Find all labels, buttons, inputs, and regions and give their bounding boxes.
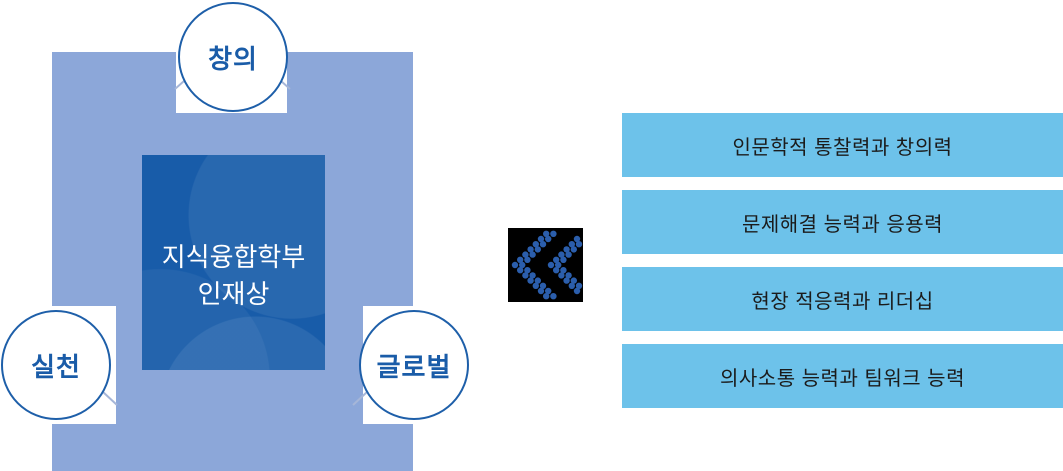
double-chevron-left-icon — [508, 228, 583, 302]
value-circle-practice: 실천 — [1, 310, 111, 420]
value-circle-practice-label: 실천 — [31, 351, 81, 382]
trait-bar-4-label: 의사소통 능력과 팀워크 능력 — [720, 367, 965, 390]
center-title-line2: 인재상 — [197, 278, 270, 309]
trait-bar-2-label: 문제해결 능력과 응용력 — [741, 213, 944, 236]
trait-bar-3-label: 현장 적응력과 리더십 — [751, 290, 934, 313]
trait-bar-3: 현장 적응력과 리더십 — [622, 267, 1063, 331]
value-circle-global: 글로벌 — [359, 310, 469, 420]
center-title-box: 지식융합학부 인재상 — [142, 155, 325, 370]
trait-bar-2: 문제해결 능력과 응용력 — [622, 190, 1063, 254]
value-circle-creativity: 창의 — [178, 2, 288, 112]
center-title-line1: 지식융합학부 — [161, 241, 306, 272]
trait-bar-1: 인문학적 통찰력과 창의력 — [622, 113, 1063, 177]
value-circle-creativity-label: 창의 — [208, 43, 258, 74]
trait-bar-1-label: 인문학적 통찰력과 창의력 — [732, 136, 953, 159]
value-circle-global-label: 글로벌 — [376, 351, 452, 382]
trait-bar-4: 의사소통 능력과 팀워크 능력 — [622, 344, 1063, 408]
